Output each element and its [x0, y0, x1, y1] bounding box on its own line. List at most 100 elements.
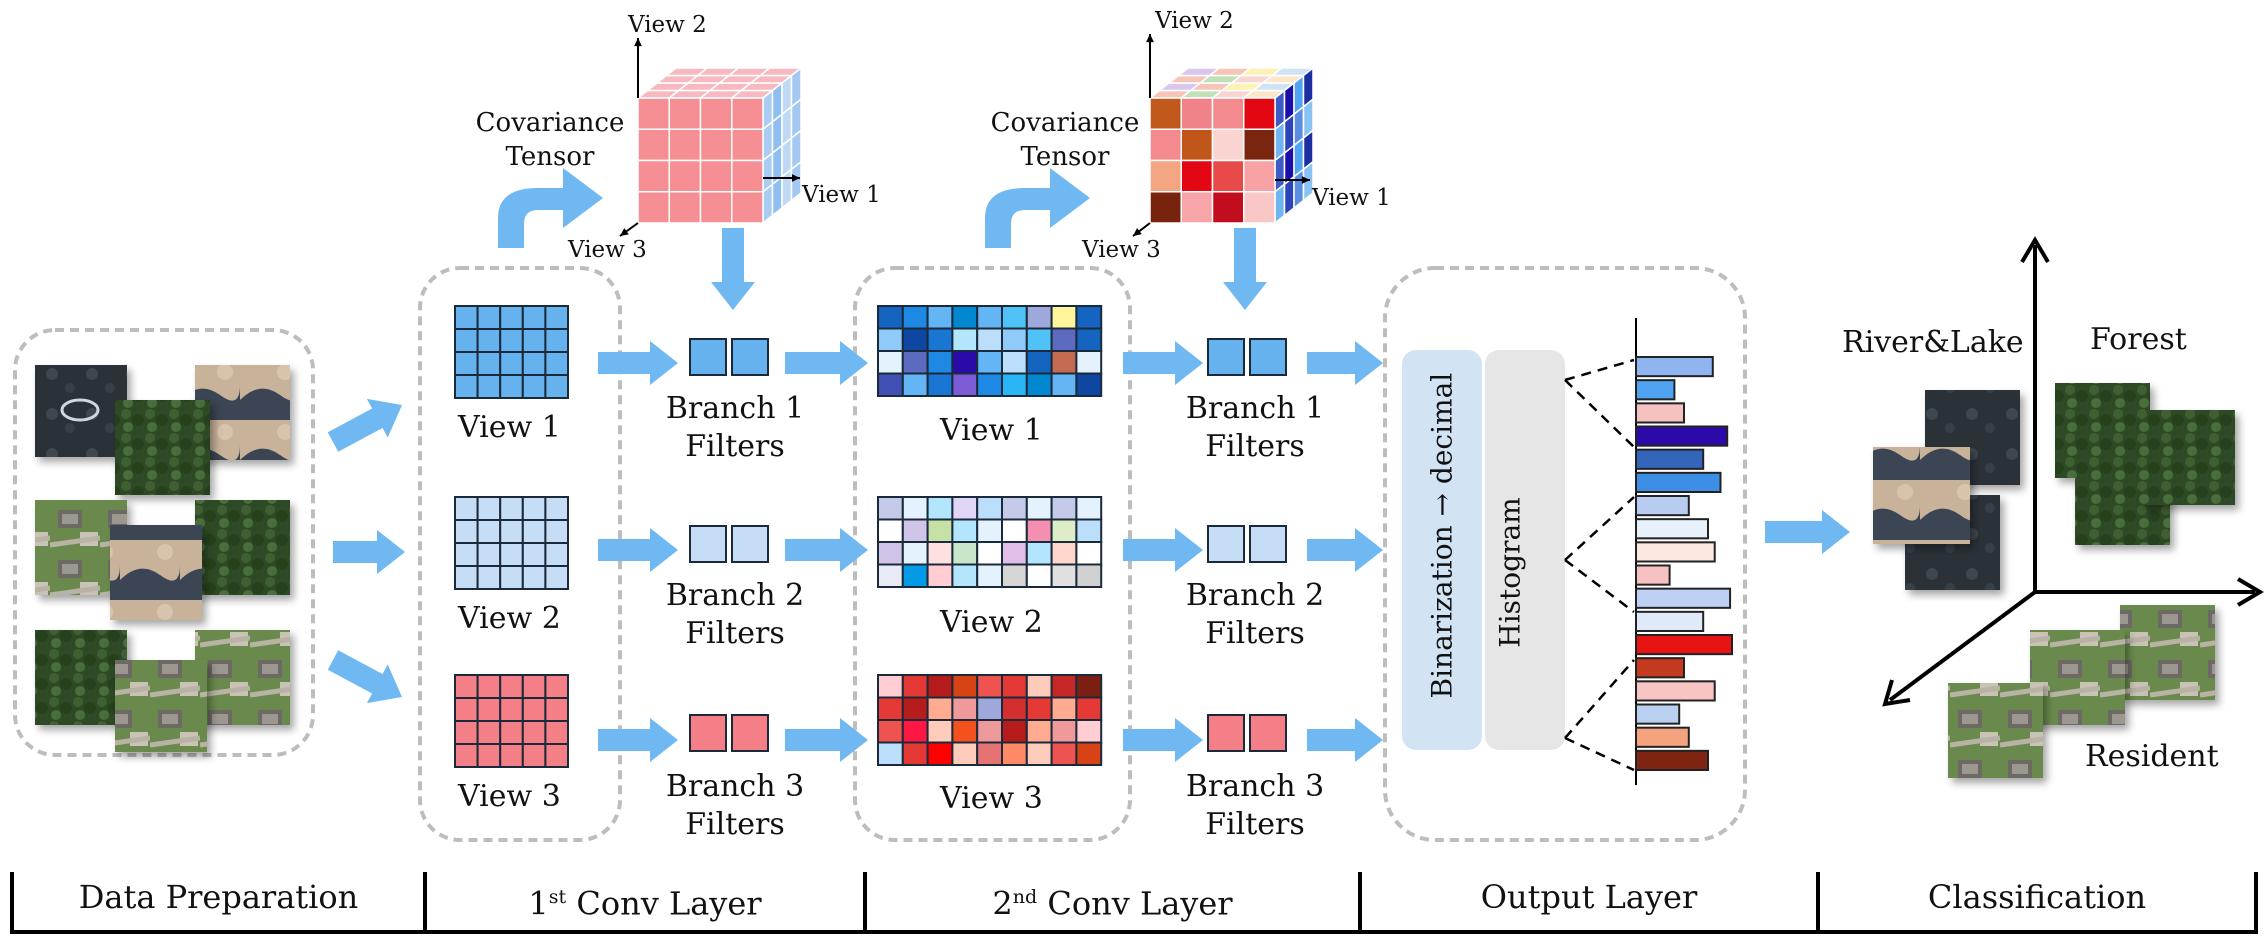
filter-square [731, 525, 769, 563]
hist-connector-2 [1564, 379, 1635, 448]
cube2-axis-right: View 1 [1312, 185, 1391, 211]
grid-cell [901, 563, 929, 588]
grid-cell [1025, 496, 1053, 521]
grid-cell [951, 563, 979, 588]
conv1-view3-grid [454, 674, 570, 768]
cube2-axis-up-head [1146, 34, 1154, 43]
grid-cell [1025, 563, 1053, 588]
grid-cell [499, 374, 524, 399]
grid-cell [976, 372, 1004, 397]
grid-cell [976, 696, 1004, 721]
cube-front-cell [1243, 97, 1276, 130]
grid-cell [521, 351, 547, 376]
grid-cell [877, 372, 904, 397]
cube2-axis-down-head [1133, 227, 1142, 236]
flow-arrows [327, 168, 1850, 762]
grid-cell [454, 720, 479, 745]
grid-cell [1025, 719, 1053, 744]
grid-cell [1050, 541, 1078, 566]
histogram-bar-6 [1635, 471, 1722, 494]
grid-cell [544, 542, 570, 567]
grid-cell [521, 374, 547, 399]
cube1-axis-down-head [620, 228, 629, 236]
cube-side-cell [1293, 167, 1305, 210]
grid-cell [1001, 541, 1028, 566]
grid-cell [877, 719, 904, 744]
filter-square [689, 714, 727, 752]
grid-cell [1075, 518, 1103, 543]
conv1-filter-branch3 [689, 714, 769, 752]
conv2-view2-label: View 2 [940, 605, 1043, 640]
grid-cell [877, 563, 904, 588]
grid-cell [521, 496, 547, 521]
cube-front-cell [731, 97, 764, 130]
grid-cell [901, 518, 929, 543]
grid-cell [1025, 541, 1053, 566]
cube-front-cell [1211, 97, 1245, 130]
stage-data-preparation: Data Preparation [78, 878, 359, 916]
cube1-axis-up: View 2 [628, 12, 707, 38]
conv1-view1-label: View 1 [458, 410, 561, 445]
grid-cell [544, 351, 570, 376]
grid-cell [476, 374, 502, 399]
cube-front-cell [637, 97, 670, 130]
grid-cell [1050, 741, 1078, 766]
grid-cell [926, 350, 954, 375]
arrow-conv2-view-filter-2 [1123, 528, 1203, 572]
arrow-conv2-view-filter-3 [1123, 718, 1203, 762]
filter-square [689, 525, 727, 563]
grid-cell [1075, 372, 1103, 397]
binarization-bar [1402, 350, 1482, 750]
cube-front-cell [699, 191, 733, 224]
cube-front-cell [1149, 159, 1182, 193]
grid-cell [544, 374, 570, 399]
grid-cell [1025, 372, 1053, 397]
grid-cell [976, 305, 1004, 330]
grid-cell [544, 674, 570, 699]
histogram-bar-4 [1635, 425, 1729, 447]
conv1-filter-branch2 [689, 525, 769, 563]
grid-cell [1050, 518, 1078, 543]
cube-front-cell [668, 191, 702, 224]
hist-connector-3 [1564, 496, 1635, 561]
grid-cell [1075, 696, 1103, 721]
histogram-bar-12 [1635, 610, 1705, 632]
conv2-view2-grid [877, 496, 1103, 588]
grid-cell [901, 350, 929, 375]
grid-cell [1001, 563, 1028, 588]
arrow-conv1-view-filter-3 [598, 718, 678, 762]
arrow-conv1-filter-conv2-3 [785, 718, 868, 762]
grid-cell [476, 305, 502, 330]
grid-cell [926, 518, 954, 543]
grid-cell [1025, 696, 1053, 721]
grid-cell [877, 518, 904, 543]
grid-cell [976, 719, 1004, 744]
cube-front-cell [1243, 159, 1276, 193]
hist-connector-6 [1564, 736, 1635, 772]
cube-front-cell [637, 128, 670, 162]
grid-cell [1075, 719, 1103, 744]
grid-cell [926, 541, 954, 566]
conv1-view3-label: View 3 [458, 779, 561, 814]
histogram-bar-3 [1635, 402, 1685, 424]
histogram-bar-1 [1635, 356, 1714, 378]
grid-cell [454, 542, 479, 567]
grid-cell [901, 541, 929, 566]
conv1-view2-label: View 2 [458, 601, 561, 636]
histogram-label: Histogram [1493, 497, 1527, 648]
conv2-filter3-label: Branch 3 Filters [1185, 769, 1325, 842]
grid-cell [901, 496, 929, 521]
grid-cell [454, 697, 479, 722]
histogram-bar-17 [1635, 726, 1690, 748]
conv1-filter-branch1 [689, 338, 769, 376]
filter-square [1207, 338, 1245, 376]
cube1-axis-down: View 3 [568, 237, 647, 263]
arrow-conv2-view-filter-1 [1123, 341, 1203, 385]
grid-cell [877, 674, 904, 699]
stage-timeline [10, 872, 2258, 934]
class-images-forest [2055, 383, 2235, 545]
grid-cell [951, 518, 979, 543]
conv2-view3-grid [877, 674, 1103, 766]
grid-cell [951, 541, 979, 566]
